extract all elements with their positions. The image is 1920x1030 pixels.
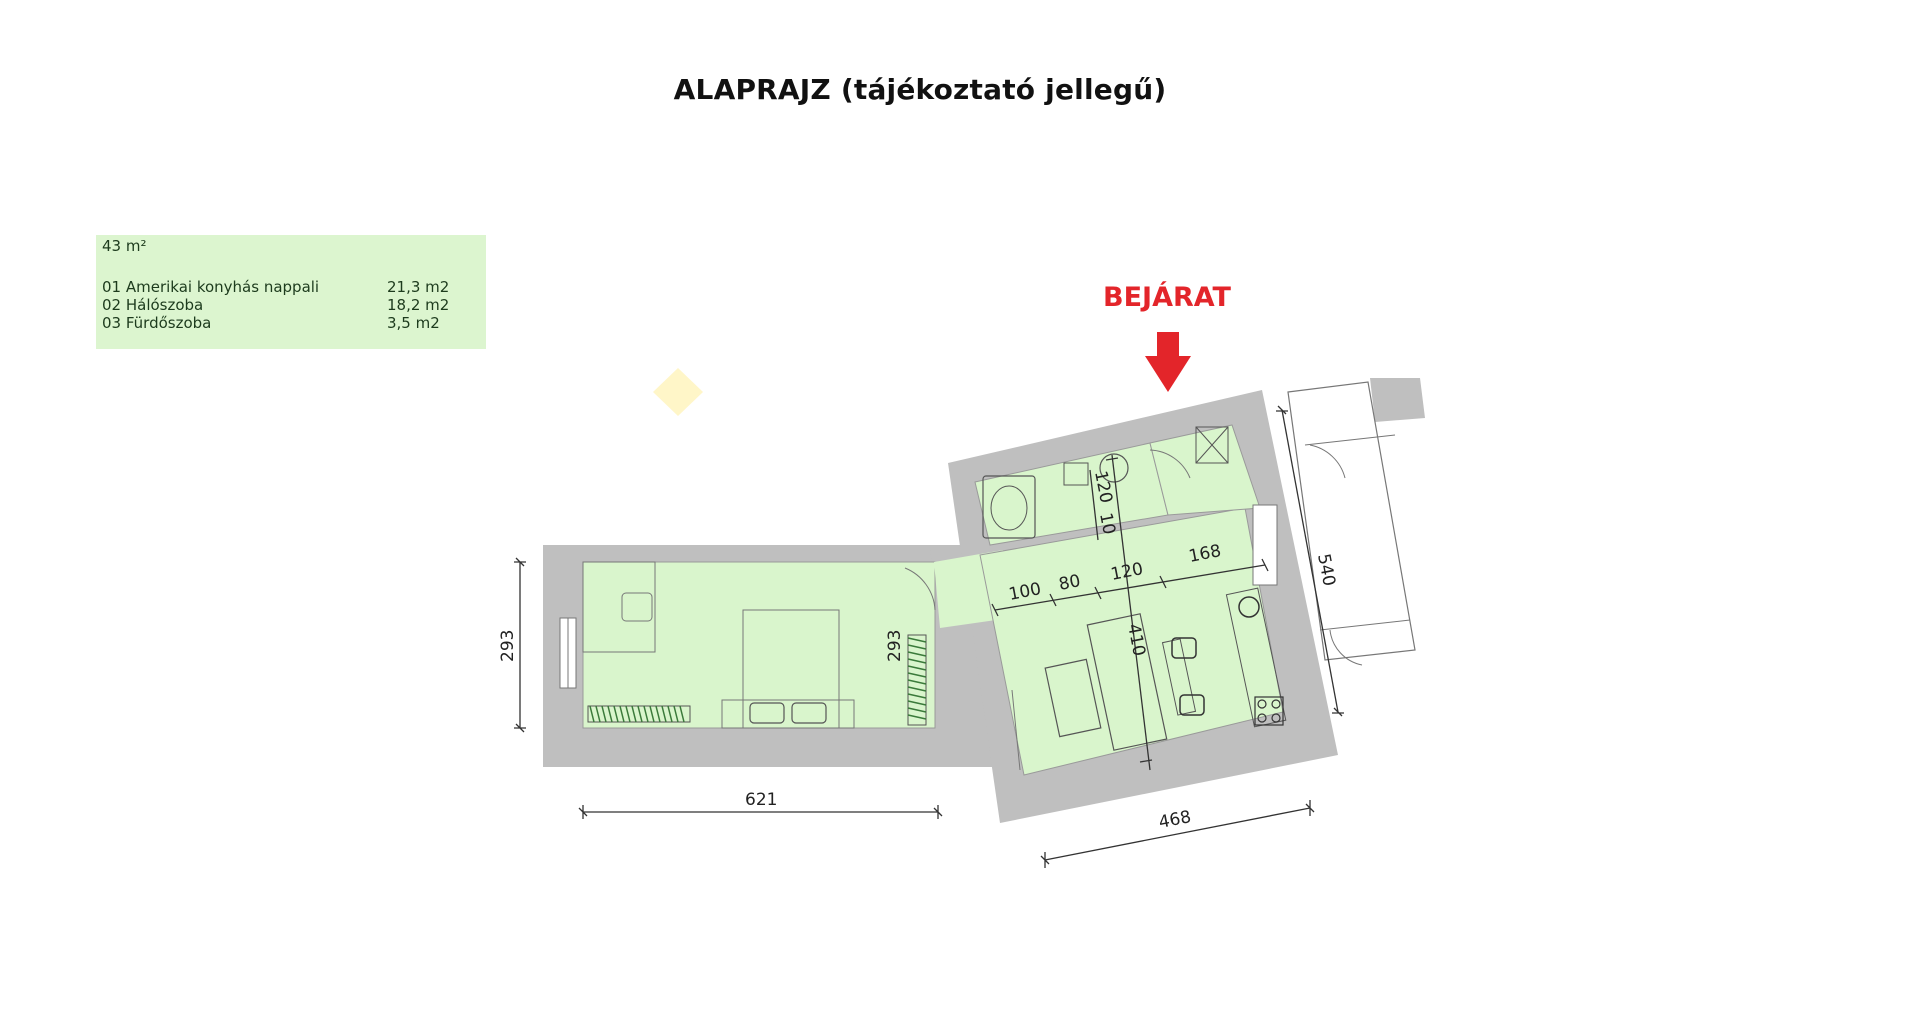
shower-icon [1195, 426, 1229, 464]
dim-living-width: 468 [1157, 807, 1193, 833]
room-name: 01 Amerikai konyhás nappali [102, 278, 320, 296]
entry-door-swing [1149, 449, 1191, 479]
toilet-icon [1099, 453, 1129, 483]
dim-segment-80: 80 [1057, 571, 1082, 595]
chair-icon [1179, 694, 1205, 716]
room-row-bathroom: 03 Fürdőszoba 3,5 m2 [102, 314, 440, 332]
entrance-label: BEJÁRAT [1103, 282, 1231, 313]
sink-icon [1063, 462, 1089, 486]
inner-dimension-lines [991, 454, 1269, 771]
dim-bedroom-height: 293 [498, 630, 518, 662]
kitchen-counter [1225, 587, 1287, 728]
room-area: 3,5 m2 [387, 314, 440, 332]
outer-dimension-lines [514, 405, 1344, 868]
kitchen-sink-icon [1238, 596, 1260, 618]
stove-icon [1254, 696, 1284, 726]
dim-bath-10: 10 [1095, 511, 1119, 536]
room-row-bedroom: 02 Hálószoba 18,2 m2 [102, 296, 449, 314]
room-area: 18,2 m2 [387, 296, 450, 314]
page-title: ALAPRAJZ (tájékoztató jellegű) [673, 73, 1167, 106]
room-name: 03 Fürdőszoba [102, 314, 212, 332]
bedroom-door-swing [904, 567, 936, 611]
room-row-living: 01 Amerikai konyhás nappali 21,3 m2 [102, 278, 449, 296]
decor-diamond [653, 368, 703, 416]
door-swing [1329, 629, 1363, 666]
chair-icon [621, 592, 653, 622]
dim-bedroom-inner: 293 [885, 630, 905, 662]
wardrobe-right [907, 634, 927, 726]
wall-pillar [1370, 378, 1425, 422]
entrance-arrow-icon [1145, 332, 1191, 392]
area-legend-panel: 43 m² 01 Amerikai konyhás nappali 21,3 m… [96, 235, 486, 349]
window-opening [1252, 504, 1278, 586]
pillow-icon [791, 702, 827, 724]
coffee-table [1044, 658, 1102, 738]
sofa [1086, 613, 1168, 751]
wardrobe-bottom [587, 705, 691, 723]
chair-icon [1171, 637, 1197, 659]
room-name: 02 Hálószoba [102, 296, 204, 314]
desk [582, 561, 656, 653]
bathtub-icon [982, 475, 1036, 539]
balcony [1287, 381, 1416, 661]
dining-table [1161, 638, 1197, 716]
bed-headboard [721, 699, 855, 729]
total-area: 43 m² [102, 237, 147, 255]
door-swing [1309, 444, 1346, 479]
room-area: 21,3 m2 [387, 278, 450, 296]
dim-bedroom-width: 621 [745, 790, 777, 810]
pillow-icon [749, 702, 785, 724]
